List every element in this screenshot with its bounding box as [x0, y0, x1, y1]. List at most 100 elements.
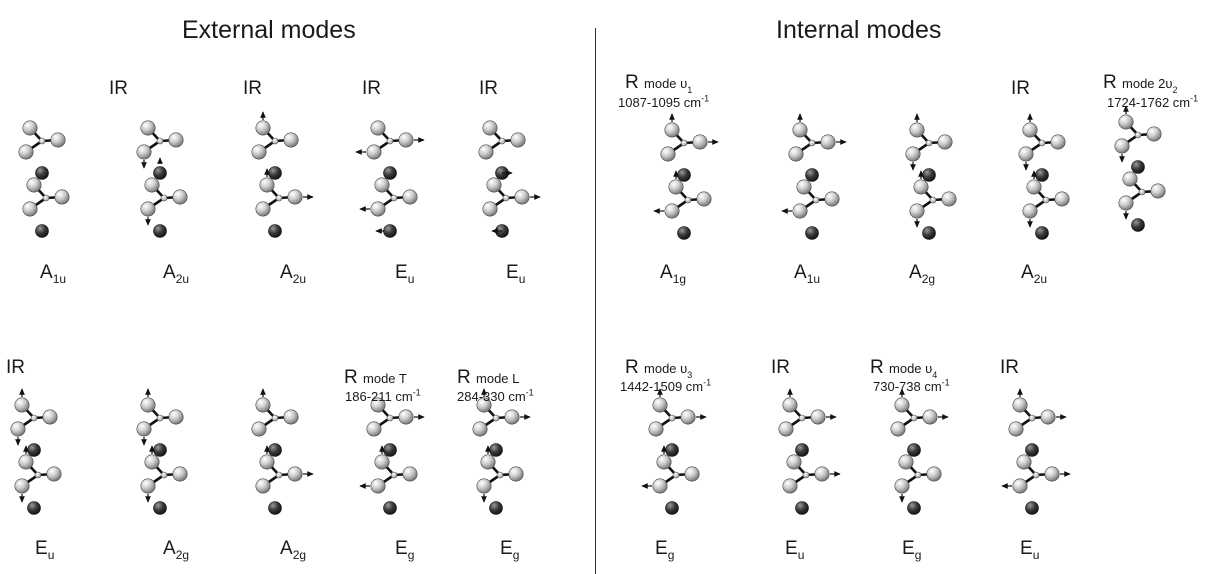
- oxygen-atom: [1150, 183, 1166, 199]
- oxygen-atom: [287, 189, 303, 205]
- molecule: [472, 388, 531, 515]
- oxygen-atom: [259, 454, 275, 470]
- metal-atom: [805, 168, 819, 182]
- oxygen-atom: [478, 144, 494, 160]
- oxygen-atom: [782, 478, 798, 494]
- carbon-atom: [929, 196, 937, 204]
- oxygen-atom: [668, 179, 684, 195]
- metal-atom: [383, 501, 397, 515]
- oxygen-atom: [366, 144, 382, 160]
- oxygen-atom: [140, 120, 156, 136]
- oxygen-atom: [50, 132, 66, 148]
- int-top-1-frequency: 1087-1095 cm-1: [618, 93, 710, 110]
- oxygen-atom: [172, 189, 188, 205]
- ext-top-4-symmetry: Eu: [395, 262, 415, 286]
- molecule: [1001, 388, 1071, 515]
- molecule: [136, 388, 188, 515]
- molecule: [251, 111, 314, 238]
- oxygen-atom: [370, 397, 386, 413]
- oxygen-atom: [374, 454, 390, 470]
- oxygen-atom: [684, 466, 700, 482]
- oxygen-atom: [251, 421, 267, 437]
- oxygen-atom: [680, 409, 696, 425]
- oxygen-atom: [1118, 114, 1134, 130]
- oxygen-atom: [510, 132, 526, 148]
- metal-atom: [907, 443, 921, 457]
- int-top-2-symmetry: A1u: [794, 262, 821, 286]
- metal-atom: [1035, 168, 1049, 182]
- int-bot-4-activity: IR: [1000, 357, 1019, 378]
- int-bot-1-frequency: 1442-1509 cm-1: [620, 377, 712, 394]
- oxygen-atom: [366, 421, 382, 437]
- oxygen-atom: [778, 421, 794, 437]
- oxygen-atom: [508, 466, 524, 482]
- carbon-atom: [668, 414, 676, 422]
- molecule: [781, 113, 847, 240]
- metal-atom: [665, 501, 679, 515]
- oxygen-atom: [255, 478, 271, 494]
- metal-atom: [1131, 160, 1145, 174]
- molecule: [478, 120, 541, 238]
- oxygen-atom: [1122, 171, 1138, 187]
- oxygen-atom: [144, 454, 160, 470]
- oxygen-atom: [1114, 138, 1130, 154]
- molecule: [890, 388, 949, 515]
- carbon-atom: [275, 471, 283, 479]
- oxygen-atom: [814, 466, 830, 482]
- ext-bot-1-symmetry: Eu: [35, 538, 55, 562]
- oxygen-atom: [664, 122, 680, 138]
- oxygen-atom: [890, 421, 906, 437]
- carbon-atom: [812, 196, 820, 204]
- carbon-atom: [390, 194, 398, 202]
- carbon-atom: [1042, 196, 1050, 204]
- oxygen-atom: [374, 177, 390, 193]
- oxygen-atom: [937, 134, 953, 150]
- metal-atom: [665, 443, 679, 457]
- oxygen-atom: [18, 454, 34, 470]
- int-top-1-symmetry: A1g: [660, 262, 687, 286]
- int-top-3-symmetry: A2g: [909, 262, 936, 286]
- oxygen-atom: [140, 201, 156, 217]
- carbon-atom: [1138, 188, 1146, 196]
- int-top-4-activity: IR: [1011, 78, 1030, 99]
- molecule: [1018, 113, 1070, 240]
- external-modes-title: External modes: [182, 16, 356, 44]
- metal-atom: [383, 443, 397, 457]
- carbon-atom: [275, 194, 283, 202]
- metal-atom: [1025, 501, 1039, 515]
- int-bot-1-activity: R mode υ3: [625, 357, 693, 380]
- metal-atom: [27, 443, 41, 457]
- molecule: [905, 113, 957, 240]
- oxygen-atom: [402, 189, 418, 205]
- oxygen-atom: [664, 203, 680, 219]
- int-bot-2-symmetry: Eu: [785, 538, 805, 562]
- molecule: [359, 397, 425, 515]
- oxygen-atom: [398, 409, 414, 425]
- ext-top-2-activity: IR: [109, 78, 128, 99]
- oxygen-atom: [476, 478, 492, 494]
- metal-atom: [1025, 443, 1039, 457]
- oxygen-atom: [824, 191, 840, 207]
- molecule: [251, 388, 314, 515]
- metal-atom: [153, 501, 167, 515]
- oxygen-atom: [255, 397, 271, 413]
- oxygen-atom: [648, 421, 664, 437]
- metal-atom: [153, 443, 167, 457]
- metal-atom: [383, 224, 397, 238]
- carbon-atom: [160, 194, 168, 202]
- ext-bot-5-activity: R mode L: [457, 367, 520, 388]
- oxygen-atom: [926, 466, 942, 482]
- ext-bot-4-frequency: 186-211 cm-1: [345, 387, 421, 404]
- metal-atom: [677, 168, 691, 182]
- oxygen-atom: [476, 397, 492, 413]
- metal-atom: [268, 501, 282, 515]
- metal-atom: [489, 443, 503, 457]
- oxygen-atom: [696, 191, 712, 207]
- carbon-atom: [802, 471, 810, 479]
- oxygen-atom: [894, 397, 910, 413]
- oxygen-atom: [482, 201, 498, 217]
- section-divider: [595, 28, 596, 574]
- carbon-atom: [386, 414, 394, 422]
- oxygen-atom: [46, 466, 62, 482]
